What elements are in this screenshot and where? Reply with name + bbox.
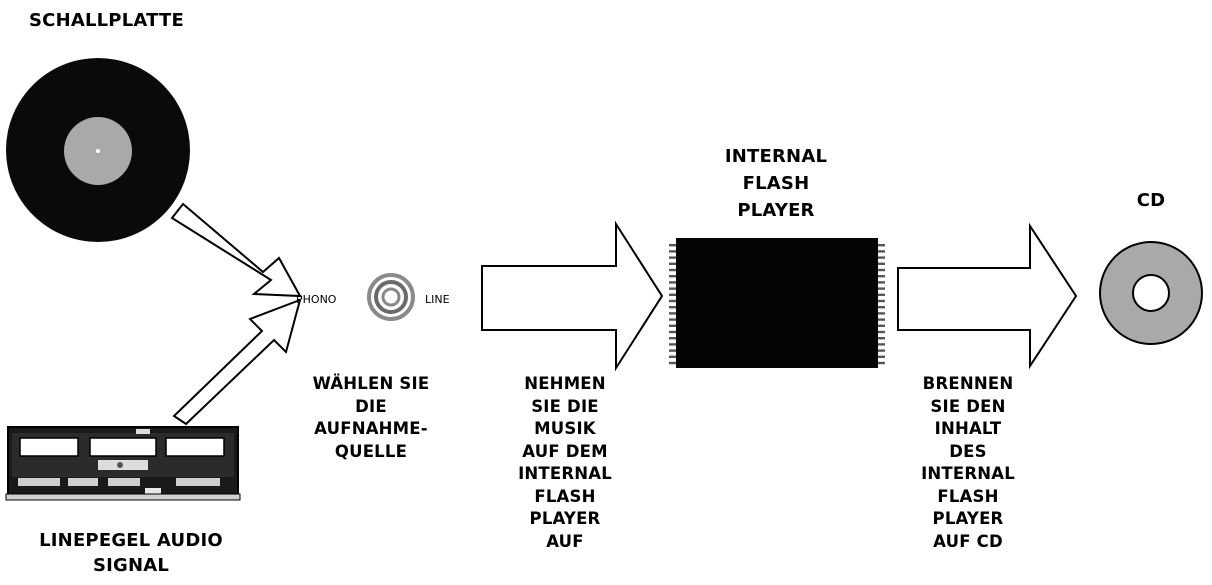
chip-pin [669, 355, 676, 358]
chip-pin [669, 349, 676, 352]
step-record-music: NEHMEN SIE DIE MUSIK AUF DEM INTERNAL FL… [518, 374, 612, 551]
step-burn-cd: BRENNEN SIE DEN INHALT DES INTERNAL FLAS… [921, 374, 1015, 551]
switch-phono-label: PHONO [296, 293, 337, 306]
to-player-arrow [481, 220, 664, 372]
chip-pin [669, 312, 676, 315]
chip-pin [669, 256, 676, 259]
chip-pin [878, 337, 885, 340]
deck-to-switch-arrow [172, 298, 302, 426]
record-label: SCHALLPLATTE [29, 10, 184, 31]
chip-pin [669, 293, 676, 296]
chip-pin [669, 361, 676, 365]
chip-pin [878, 268, 885, 272]
chip-pin [669, 306, 676, 309]
chip-pins [669, 244, 885, 365]
chip-pin [878, 281, 885, 284]
chip-pin [669, 281, 676, 284]
step-select-source: WÄHLEN SIE DIE AUFNAHME- QUELLE [312, 374, 430, 461]
cassette-deck-icon [5, 426, 241, 501]
chip-pin [669, 244, 676, 247]
chip-pin [878, 324, 885, 327]
chip-pin [878, 287, 885, 290]
chip-pin [878, 293, 885, 296]
chip-pin [878, 318, 885, 321]
selector-knob-icon [367, 273, 415, 321]
chip-pin [669, 337, 676, 340]
vinyl-record-icon [6, 58, 190, 242]
chip-pin [669, 250, 676, 253]
record-to-switch-arrow [170, 202, 302, 298]
chip-pin [669, 275, 676, 278]
switch-line-label: LINE [425, 293, 450, 306]
chip-pin [878, 361, 885, 365]
line-source-label: LINEPEGEL AUDIO SIGNAL [39, 530, 223, 576]
to-cd-arrow [897, 222, 1078, 370]
chip-pin [669, 330, 676, 334]
chip-pin [878, 244, 885, 247]
chip-pin [878, 250, 885, 253]
chip-pin [669, 262, 676, 265]
chip-pin [878, 275, 885, 278]
chip-pin [878, 355, 885, 358]
player-title: INTERNAL FLASH PLAYER [724, 146, 828, 221]
chip-pin [878, 349, 885, 352]
chip-pin [878, 306, 885, 309]
chip-pin [669, 299, 676, 303]
flash-chip-icon [669, 238, 885, 368]
chip-pin [878, 312, 885, 315]
cd-disc-icon [1099, 241, 1203, 345]
chip-pin [669, 287, 676, 290]
chip-pin [878, 343, 885, 346]
chip-pin [878, 256, 885, 259]
chip-pin [878, 330, 885, 334]
chip-pin [669, 318, 676, 321]
cd-label: CD [1136, 190, 1166, 211]
chip-pin [669, 343, 676, 346]
chip-pin [878, 299, 885, 303]
chip-pin [669, 268, 676, 272]
chip-pin [878, 262, 885, 265]
chip-pin [669, 324, 676, 327]
